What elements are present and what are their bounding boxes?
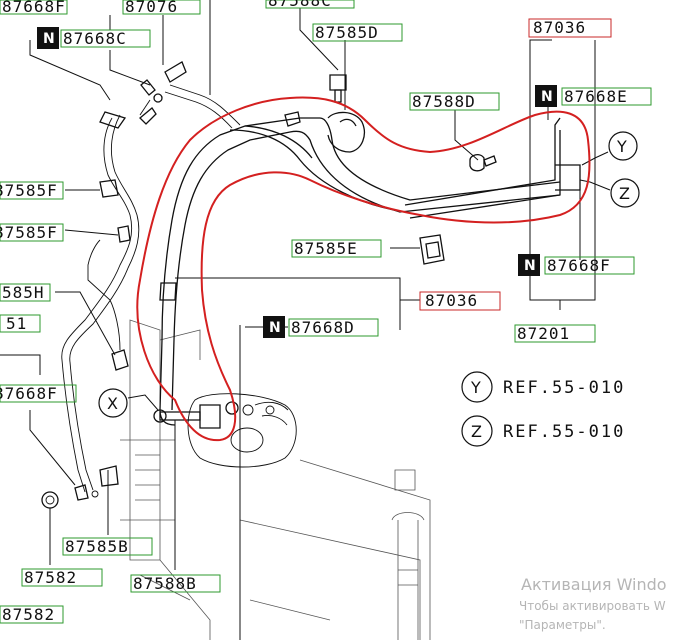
marker-y-diagram[interactable]: Y (608, 131, 638, 161)
label-87668D[interactable]: N 87668D (263, 316, 379, 338)
svg-text:87588B: 87588B (133, 574, 197, 593)
svg-text:87588C: 87588C (268, 0, 332, 10)
svg-text:585H: 585H (2, 283, 45, 302)
svg-text:87585F: 87585F (0, 181, 58, 200)
new-part-badge (518, 254, 540, 276)
new-part-badge (37, 27, 59, 49)
liquid-pipe-87076 (61, 84, 241, 493)
svg-text:Y: Y (616, 137, 627, 156)
svg-text:87076: 87076 (125, 0, 178, 16)
svg-text:87036: 87036 (425, 291, 478, 310)
label-87582-a[interactable]: 87582 (21, 568, 103, 587)
reference-z[interactable]: Z REF.55-010 (461, 415, 625, 447)
compressor-outline (187, 393, 297, 468)
label-87668F-topleft[interactable]: 87668F (0, 0, 68, 16)
svg-text:87588D: 87588D (412, 92, 476, 111)
label-87668E[interactable]: N 87668E (535, 85, 652, 107)
svg-text:X: X (107, 394, 118, 413)
reference-y[interactable]: Y REF.55-010 (461, 371, 625, 403)
new-part-badge (263, 316, 285, 338)
label-51[interactable]: 51 (0, 314, 41, 333)
svg-text:N: N (541, 89, 553, 105)
svg-text:87668F: 87668F (0, 384, 58, 403)
svg-text:Чтобы активировать W: Чтобы активировать W (519, 599, 666, 613)
svg-text:"Параметры".: "Параметры". (519, 618, 606, 632)
label-87668F-right[interactable]: N 87668F (518, 254, 635, 276)
label-87585E[interactable]: 87585E (291, 239, 382, 258)
marker-z-diagram[interactable]: Z (610, 178, 640, 208)
svg-text:Y: Y (470, 378, 481, 397)
label-87036-mid[interactable]: 87036 (419, 291, 501, 311)
svg-text:87585E: 87585E (294, 239, 358, 258)
svg-text:N: N (269, 320, 281, 336)
label-87076[interactable]: 87076 (122, 0, 201, 16)
svg-text:51: 51 (6, 314, 27, 333)
svg-text:87585D: 87585D (315, 23, 379, 42)
label-87036-top[interactable]: 87036 (528, 18, 612, 38)
svg-text:N: N (524, 258, 536, 274)
leader-lines (0, 0, 611, 640)
svg-text:87668F: 87668F (2, 0, 66, 16)
label-87588D[interactable]: 87588D (409, 92, 500, 111)
windows-activation-watermark: Активация Windo Чтобы активировать W "Па… (519, 575, 667, 632)
new-part-badge (535, 85, 557, 107)
svg-text:87201: 87201 (517, 324, 570, 343)
svg-text:87582: 87582 (2, 605, 55, 624)
label-87582-b[interactable]: 87582 (0, 605, 64, 624)
label-585H[interactable]: 585H (0, 283, 51, 302)
label-87585F-b[interactable]: 87585F (0, 223, 64, 242)
svg-text:87036: 87036 (533, 18, 586, 37)
svg-text:Активация Windo: Активация Windo (521, 575, 667, 594)
svg-text:87668F: 87668F (547, 256, 611, 275)
svg-text:Z: Z (471, 422, 482, 441)
hose-87036 (159, 117, 561, 426)
svg-text:87582: 87582 (24, 568, 77, 587)
svg-text:87668E: 87668E (564, 87, 628, 106)
svg-text:87585B: 87585B (65, 537, 129, 556)
svg-text:REF.55-010: REF.55-010 (503, 422, 625, 442)
label-87201[interactable]: 87201 (514, 324, 596, 343)
svg-text:N: N (43, 31, 55, 47)
label-87588B[interactable]: 87588B (130, 574, 221, 593)
label-87585B[interactable]: 87585B (62, 537, 153, 556)
marker-x[interactable]: X (98, 388, 128, 418)
svg-text:87668C: 87668C (63, 29, 127, 48)
svg-text:Z: Z (619, 184, 630, 203)
label-87585F-a[interactable]: 87585F (0, 181, 64, 200)
label-87668C[interactable]: N 87668C (37, 27, 151, 49)
label-87585D[interactable]: 87585D (312, 23, 403, 42)
red-annotation-outline (136, 96, 591, 442)
condenser-outline (120, 319, 431, 640)
svg-text:REF.55-010: REF.55-010 (503, 378, 625, 398)
label-87588C[interactable]: 87588C (265, 0, 355, 10)
svg-text:87585F: 87585F (0, 223, 58, 242)
label-87668F-left[interactable]: 87668F (0, 384, 77, 403)
svg-text:87668D: 87668D (291, 318, 355, 337)
